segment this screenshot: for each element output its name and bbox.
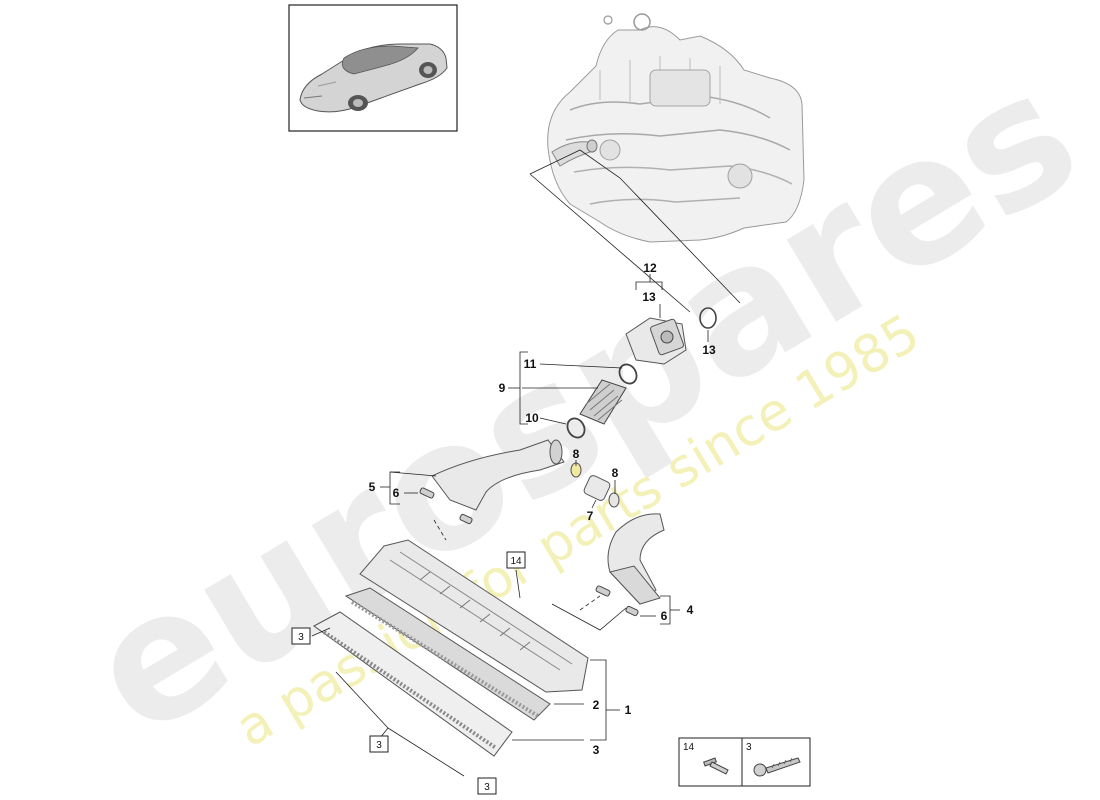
collar-screw-icon [703, 757, 729, 775]
callout-2: 2 [593, 698, 600, 712]
hose-clamp-lower [566, 417, 586, 439]
callout-8-right: 8 [612, 466, 619, 480]
callout-3: 3 [593, 743, 600, 757]
callout-1: 1 [625, 703, 632, 717]
legend-right-label: 3 [746, 742, 752, 753]
boxed-callout-3-bottom: 3 [477, 777, 497, 795]
seal-ring-right [608, 492, 620, 508]
air-filter-housing-lower [313, 611, 513, 757]
boxed-callout-3-left-label: 3 [298, 632, 304, 643]
leader-lines [311, 274, 709, 777]
intake-duct-upper [431, 439, 565, 511]
intake-duct-lower [607, 513, 665, 605]
fastener-legend: 14 3 [678, 737, 811, 787]
bellows-hose [579, 379, 627, 425]
callout-4: 4 [687, 603, 694, 617]
boxed-callout-3-middle: 3 [369, 735, 389, 753]
screw-upper [419, 487, 473, 525]
boxed-callout-14-label: 14 [510, 556, 522, 567]
legend-left-label: 14 [683, 742, 695, 753]
callout-10: 10 [525, 411, 539, 425]
callout-13-upper: 13 [642, 290, 656, 304]
car-thumbnail [288, 4, 458, 132]
callout-6-upper: 6 [393, 486, 400, 500]
boxed-callout-3-left: 3 [291, 627, 311, 645]
car-thumbnail-icon [299, 43, 448, 113]
callout-7: 7 [587, 509, 594, 523]
air-filter-element [344, 587, 551, 721]
callout-8-left: 8 [573, 447, 580, 461]
hose-clamp-upper [618, 363, 638, 385]
throttle-adapter [625, 317, 687, 365]
callout-11: 11 [524, 357, 537, 371]
callouts: 12 13 13 11 9 10 5 6 8 8 7 4 6 2 1 3 [369, 261, 716, 757]
boxed-callout-3-bottom-label: 3 [484, 782, 490, 793]
guide-lines [529, 149, 741, 313]
callout-5: 5 [369, 480, 376, 494]
boxed-callout-3-middle-label: 3 [376, 740, 382, 751]
callout-13-right: 13 [702, 343, 716, 357]
engine-illustration-icon [547, 13, 805, 243]
self-tapping-screw-icon [753, 757, 801, 777]
callout-6-lower: 6 [661, 609, 668, 623]
connector-pipe [583, 475, 611, 501]
callout-12: 12 [643, 261, 657, 275]
screw-lower [595, 585, 639, 617]
callout-9: 9 [499, 381, 506, 395]
boxed-callout-14: 14 [506, 551, 526, 569]
air-filter-housing-upper [359, 539, 589, 693]
o-ring [699, 307, 717, 329]
